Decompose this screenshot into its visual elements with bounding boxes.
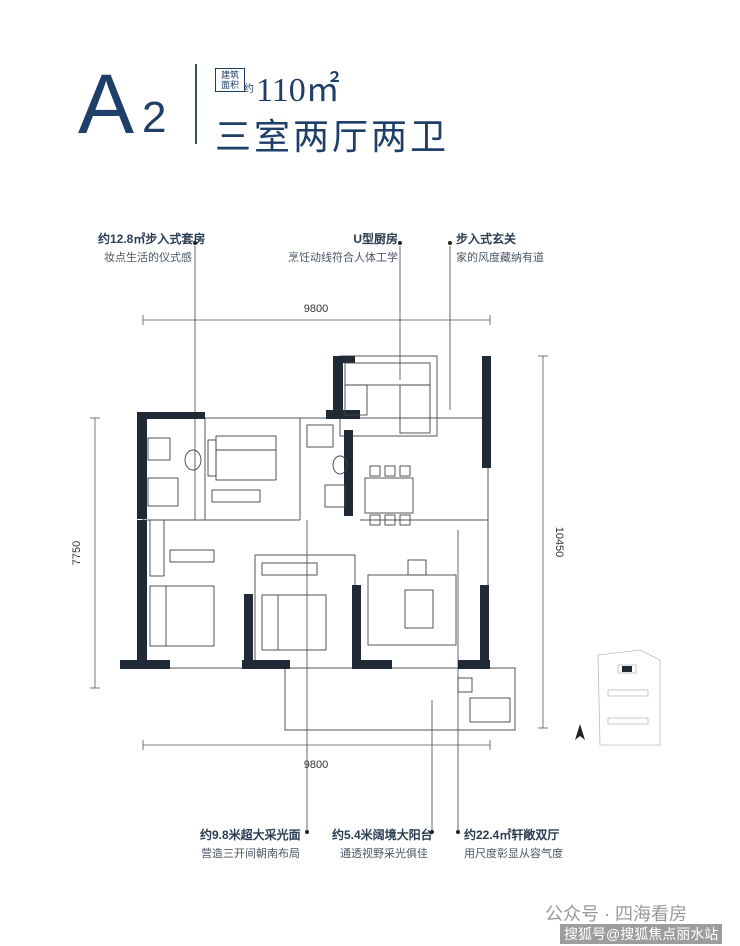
area-approx: 约 (244, 84, 254, 95)
callout-entrance-sub: 家的风度藏纳有道 (456, 252, 544, 264)
callout-dots (193, 241, 460, 834)
layout-name: 三室两厅两卫 (215, 116, 450, 157)
watermark-sohu: 搜狐号@搜狐焦点丽水站 (560, 924, 723, 944)
dimension-left: 7750 (71, 541, 83, 565)
structural-walls (120, 356, 491, 669)
callout-balcony-title: 约5.4米阔境大阳台 (332, 828, 433, 842)
dimension-lines (90, 315, 548, 750)
area-value: 110㎡ (256, 72, 340, 109)
title-divider (195, 64, 197, 144)
callout-lighting-title: 约9.8米超大采光面 (200, 828, 301, 842)
unit-letter: A (78, 57, 135, 151)
callout-balcony: 约5.4米阔境大阳台 通透视野采光俱佳 (332, 826, 433, 861)
dimension-top: 9800 (304, 303, 328, 315)
area-label: 建筑面积 (215, 68, 245, 92)
callout-living-sub: 用尺度彰显从容气度 (464, 848, 563, 860)
callout-living: 约22.4㎡轩敞双厅 用尺度彰显从容气度 (464, 826, 563, 861)
dimension-right: 10450 (553, 527, 565, 558)
callout-entrance: 步入式玄关 家的风度藏纳有道 (456, 230, 544, 265)
furniture (147, 362, 511, 723)
callout-suite: 约12.8㎡步入式套房 妆点生活的仪式感 (98, 230, 206, 265)
callout-lighting: 约9.8米超大采光面 营造三开间朝南布局 (200, 826, 301, 861)
watermark-wechat: 公众号 · 四海看房 (545, 904, 687, 924)
north-arrow-icon (575, 724, 585, 740)
callout-kitchen-title: U型厨房 (353, 232, 398, 246)
callout-living-title: 约22.4㎡轩敞双厅 (464, 828, 560, 842)
callout-entrance-title: 步入式玄关 (456, 232, 517, 246)
callout-kitchen: U型厨房 烹饪动线符合人体工学 (278, 230, 398, 265)
unit-number: 2 (142, 93, 167, 142)
callout-balcony-sub: 通透视野采光俱佳 (340, 848, 428, 860)
callout-lighting-sub: 营造三开间朝南布局 (201, 848, 300, 860)
callout-suite-sub: 妆点生活的仪式感 (104, 252, 192, 264)
dimension-bottom: 9800 (304, 759, 328, 771)
callout-suite-title: 约12.8㎡步入式套房 (98, 232, 206, 246)
site-key-plan (597, 649, 661, 746)
callout-kitchen-sub: 烹饪动线符合人体工学 (288, 252, 398, 264)
key-plan-highlight (622, 666, 632, 672)
callout-leaders (194, 246, 459, 832)
